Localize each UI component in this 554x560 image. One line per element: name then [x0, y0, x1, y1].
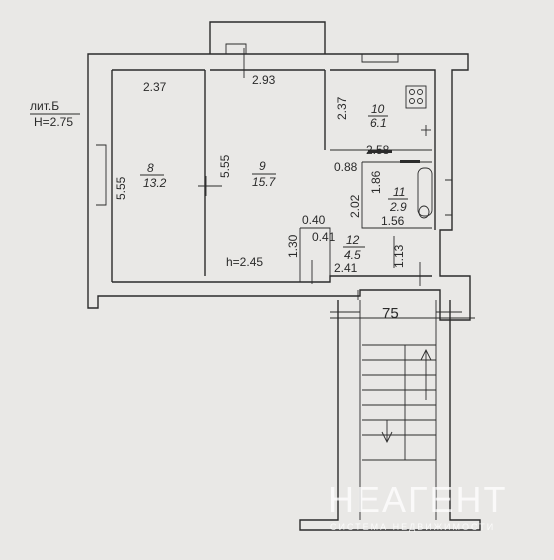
stove-icon	[405, 85, 427, 109]
room-11-area: 2.9	[389, 200, 407, 214]
dim-1-56: 1.56	[381, 214, 405, 228]
toilet-icon	[418, 205, 430, 219]
dim-0-40: 0.40	[302, 213, 326, 227]
stair-dim-75: 75	[382, 305, 399, 322]
room-10-number: 10	[371, 102, 385, 116]
dim-5-55-mid: 5.55	[218, 154, 232, 178]
dim-0-88: 0.88	[334, 160, 358, 174]
ceiling-height: h=2.45	[226, 255, 263, 269]
dim-0-41: 0.41	[312, 230, 336, 244]
fixtures	[368, 85, 433, 219]
room-9-number: 9	[259, 159, 266, 173]
dim-1-86: 1.86	[369, 170, 383, 194]
dim-2-37-kitchen: 2.37	[335, 96, 349, 120]
building-label: лит.Б	[30, 99, 59, 113]
dim-2-58: 2.58	[366, 143, 390, 157]
room-12-number: 12	[346, 233, 360, 247]
room-10-area: 6.1	[370, 116, 387, 130]
height-label: H=2.75	[34, 115, 73, 129]
outer-walls	[87, 21, 471, 321]
dimension-ticks	[198, 48, 462, 313]
bathtub-icon	[417, 167, 433, 217]
watermark-tagline: СИСТЕМА НЕДВИЖИМОСТИ	[330, 522, 495, 532]
watermark-brand: НЕАГЕНТ	[328, 479, 508, 520]
room-8-area: 13.2	[143, 176, 167, 190]
stairwell	[299, 300, 481, 531]
room-8-number: 8	[147, 161, 154, 175]
room-11-number: 11	[393, 185, 405, 199]
room-9-area: 15.7	[252, 175, 277, 189]
dim-2-02: 2.02	[348, 194, 362, 218]
dim-5-55-left: 5.55	[114, 176, 128, 200]
room-12-area: 4.5	[344, 248, 361, 262]
dim-2-93: 2.93	[252, 73, 276, 87]
dim-2-37-left: 2.37	[143, 80, 167, 94]
dim-2-41: 2.41	[334, 261, 358, 275]
dim-1-30: 1.30	[286, 234, 300, 258]
dim-1-13: 1.13	[392, 244, 406, 268]
